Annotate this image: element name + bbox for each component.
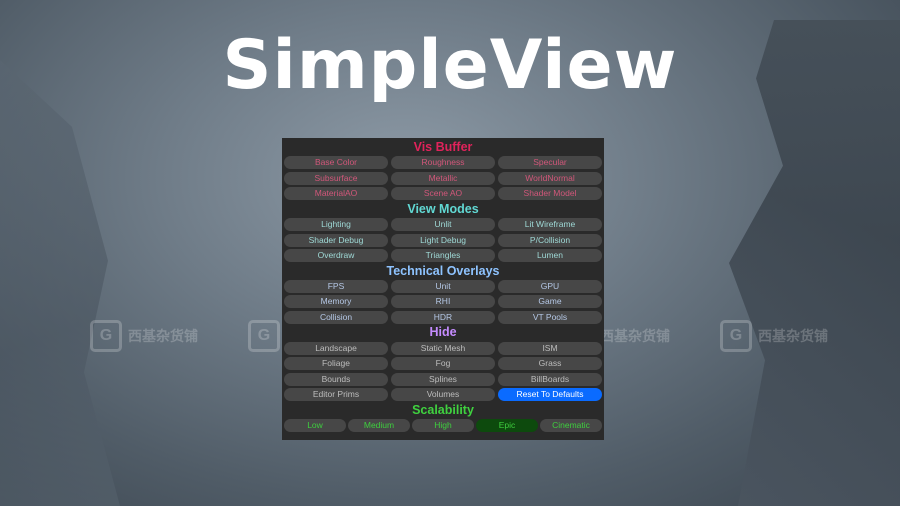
lit-wireframe-button[interactable]: Lit Wireframe — [498, 218, 602, 232]
material-ao-button[interactable]: MaterialAO — [284, 187, 388, 201]
triangles-button[interactable]: Triangles — [391, 249, 495, 263]
rhi-button[interactable]: RHI — [391, 295, 495, 309]
section-title-scalability: Scalability — [412, 402, 474, 417]
overdraw-button[interactable]: Overdraw — [284, 249, 388, 263]
section-scalability: Scalability Low Medium High Epic Cinemat… — [282, 403, 604, 434]
hdr-button[interactable]: HDR — [391, 311, 495, 325]
button-row: Subsurface Metallic WorldNormal — [282, 171, 604, 187]
scalability-medium-button[interactable]: Medium — [348, 419, 410, 433]
static-mesh-button[interactable]: Static Mesh — [391, 341, 495, 355]
section-title-vis-buffer: Vis Buffer — [413, 140, 473, 154]
collision-button[interactable]: Collision — [284, 311, 388, 325]
button-row: Foliage Fog Grass — [282, 356, 604, 372]
watermark-text: 西基杂货铺 — [128, 328, 198, 344]
section-view-modes: View Modes Lighting Unlit Lit Wireframe … — [282, 202, 604, 264]
volumes-button[interactable]: Volumes — [391, 388, 495, 402]
splines-button[interactable]: Splines — [391, 372, 495, 386]
foliage-button[interactable]: Foliage — [284, 357, 388, 371]
subsurface-button[interactable]: Subsurface — [284, 171, 388, 185]
scalability-options: Low Medium High Epic Cinematic — [282, 418, 604, 434]
ism-button[interactable]: ISM — [498, 341, 602, 355]
lighting-button[interactable]: Lighting — [284, 218, 388, 232]
fog-button[interactable]: Fog — [391, 357, 495, 371]
button-row: Lighting Unlit Lit Wireframe — [282, 217, 604, 233]
world-normal-button[interactable]: WorldNormal — [498, 171, 602, 185]
button-row: Editor Prims Volumes Reset To Defaults — [282, 387, 604, 403]
landscape-button[interactable]: Landscape — [284, 341, 388, 355]
reset-to-defaults-button[interactable]: Reset To Defaults — [498, 388, 602, 402]
unlit-button[interactable]: Unlit — [391, 218, 495, 232]
button-row: Base Color Roughness Specular — [282, 155, 604, 171]
gpu-button[interactable]: GPU — [498, 279, 602, 293]
rock-left-decoration — [0, 60, 120, 506]
section-hide: Hide Landscape Static Mesh ISM Foliage F… — [282, 325, 604, 402]
watermark-logo-icon: G — [720, 320, 752, 352]
light-debug-button[interactable]: Light Debug — [391, 233, 495, 247]
game-button[interactable]: Game — [498, 295, 602, 309]
scalability-cinematic-button[interactable]: Cinematic — [540, 419, 602, 433]
button-row: Shader Debug Light Debug P/Collision — [282, 232, 604, 248]
lumen-button[interactable]: Lumen — [498, 249, 602, 263]
button-row: Memory RHI Game — [282, 294, 604, 310]
fps-button[interactable]: FPS — [284, 279, 388, 293]
watermark-logo-icon: G — [90, 320, 122, 352]
section-title-view-modes: View Modes — [407, 201, 479, 216]
billboards-button[interactable]: BillBoards — [498, 372, 602, 386]
button-row: Overdraw Triangles Lumen — [282, 248, 604, 264]
button-row: Bounds Splines BillBoards — [282, 372, 604, 388]
p-collision-button[interactable]: P/Collision — [498, 233, 602, 247]
shader-model-button[interactable]: Shader Model — [498, 187, 602, 201]
section-title-technical-overlays: Technical Overlays — [386, 263, 500, 278]
vt-pools-button[interactable]: VT Pools — [498, 311, 602, 325]
simpleview-panel: Vis Buffer Base Color Roughness Specular… — [282, 138, 604, 440]
button-row: Landscape Static Mesh ISM — [282, 340, 604, 356]
scene-ao-button[interactable]: Scene AO — [391, 187, 495, 201]
shader-debug-button[interactable]: Shader Debug — [284, 233, 388, 247]
button-row: Collision HDR VT Pools — [282, 310, 604, 326]
editor-prims-button[interactable]: Editor Prims — [284, 388, 388, 402]
app-title: SimpleView — [222, 26, 678, 105]
watermark: G 西基杂货铺 — [720, 320, 828, 352]
scalability-high-button[interactable]: High — [412, 419, 474, 433]
watermark-text: 西基杂货铺 — [758, 328, 828, 344]
button-row: MaterialAO Scene AO Shader Model — [282, 186, 604, 202]
section-title-hide: Hide — [429, 325, 457, 340]
specular-button[interactable]: Specular — [498, 156, 602, 170]
button-row: FPS Unit GPU — [282, 279, 604, 295]
memory-button[interactable]: Memory — [284, 295, 388, 309]
metallic-button[interactable]: Metallic — [391, 171, 495, 185]
section-technical-overlays: Technical Overlays FPS Unit GPU Memory R… — [282, 264, 604, 326]
watermark: G 西基杂货铺 — [90, 320, 198, 352]
bounds-button[interactable]: Bounds — [284, 372, 388, 386]
base-color-button[interactable]: Base Color — [284, 156, 388, 170]
scalability-low-button[interactable]: Low — [284, 419, 346, 433]
scalability-epic-button[interactable]: Epic — [476, 419, 538, 433]
watermark-logo-icon: G — [248, 320, 280, 352]
watermark-text: 西基杂货铺 — [600, 328, 670, 344]
unit-button[interactable]: Unit — [391, 279, 495, 293]
grass-button[interactable]: Grass — [498, 357, 602, 371]
section-vis-buffer: Vis Buffer Base Color Roughness Specular… — [282, 140, 604, 202]
roughness-button[interactable]: Roughness — [391, 156, 495, 170]
